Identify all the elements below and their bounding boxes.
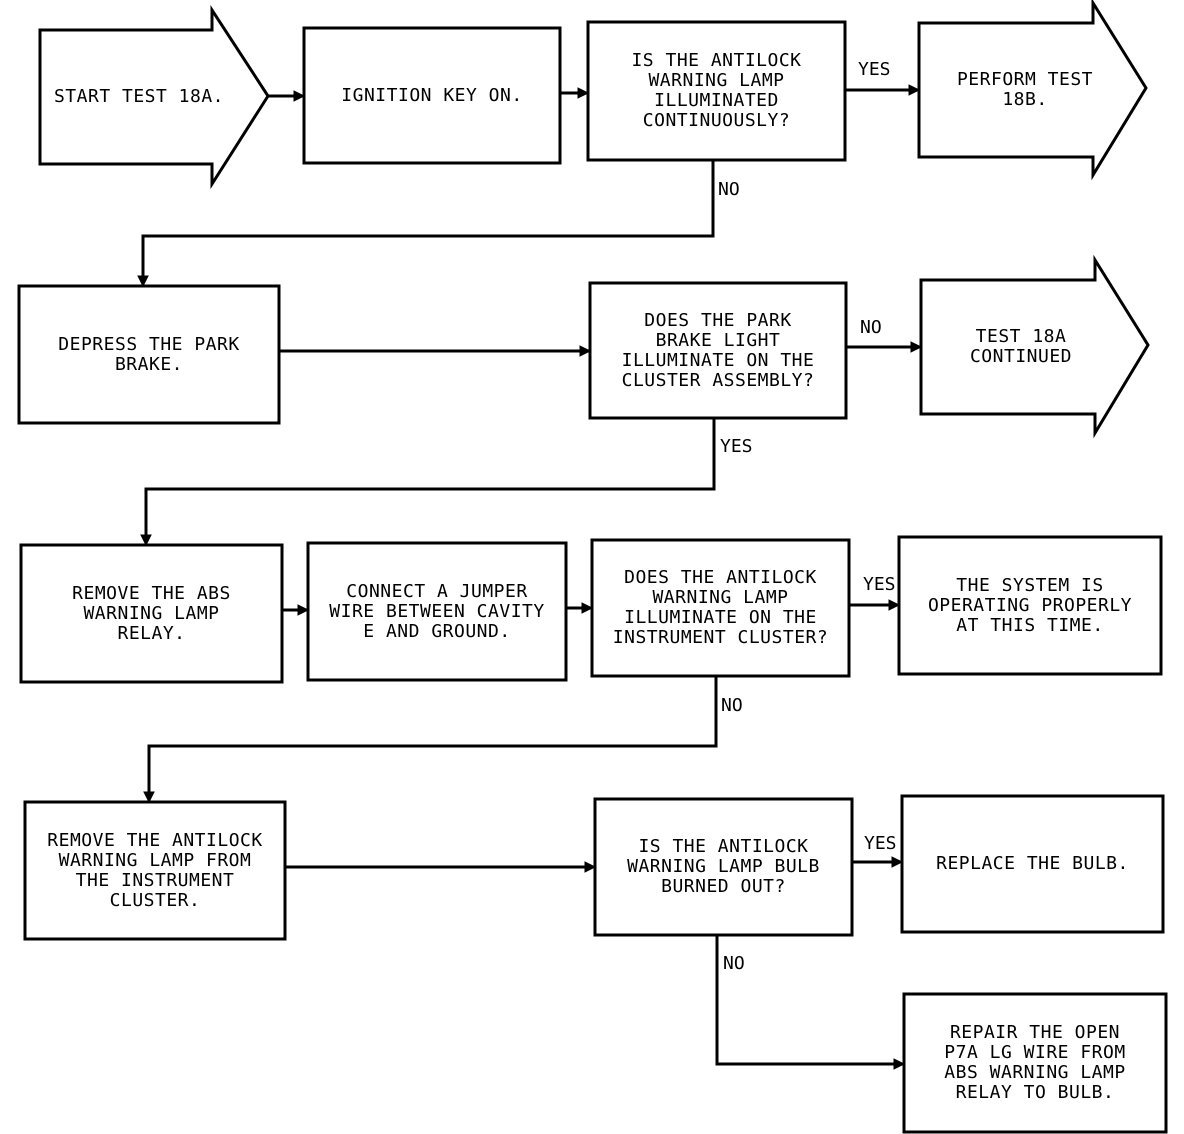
branch-label-q3-yes: YES xyxy=(863,574,896,595)
remove-lamp-box xyxy=(23,800,287,941)
replace-bulb-box xyxy=(900,794,1165,934)
arrowhead-question3 xyxy=(581,602,594,614)
arrowhead-ignition xyxy=(293,90,306,102)
connector-q3-no xyxy=(147,676,718,794)
connector-q4-no xyxy=(715,935,896,1066)
arrowhead-question4 xyxy=(584,861,597,873)
start-arrow-shape xyxy=(38,4,270,190)
arrowhead-remove-relay xyxy=(140,534,152,547)
node-start-text: START TEST 18A. xyxy=(53,86,225,107)
branch-label-q2-yes: YES xyxy=(720,436,753,457)
connector-q1-no xyxy=(141,160,715,278)
node-ignition-text: IGNITION KEY ON. xyxy=(341,84,523,106)
node-depress-park-text: DEPRESS THE PARK BRAKE. xyxy=(58,333,240,375)
test-18a-continued-arrow-shape xyxy=(919,254,1150,439)
remove-relay-box xyxy=(19,543,284,684)
node-repair-wire-text: REPAIR THE OPEN P7A LG WIRE FROM ABS WAR… xyxy=(944,1022,1126,1103)
arrowhead-test-18a-continued xyxy=(910,341,923,353)
branch-label-q3-no: NO xyxy=(721,695,743,716)
arrowhead-jumper xyxy=(297,604,310,616)
node-test-18a-continued-text: TEST 18A CONTINUED xyxy=(969,326,1073,367)
arrowhead-replace-bulb xyxy=(891,856,904,868)
arrowhead-remove-lamp xyxy=(143,791,155,804)
arrowhead-system-ok xyxy=(888,599,901,611)
node-replace-bulb-text: REPLACE THE BULB. xyxy=(936,853,1129,874)
branch-label-q4-yes: YES xyxy=(864,833,897,854)
arrowhead-question1 xyxy=(577,87,590,99)
connect-jumper-box xyxy=(306,541,568,682)
repair-wire-box xyxy=(902,992,1168,1134)
branch-label-q2-no: NO xyxy=(860,317,882,338)
node-question-park-light-text: DOES THE PARK BRAKE LIGHT ILLUMINATE ON … xyxy=(621,309,815,391)
node-remove-relay-text: REMOVE THE ABS WARNING LAMP RELAY. xyxy=(72,582,231,644)
connector-q2-yes xyxy=(144,418,716,537)
perform-18b-arrow-shape xyxy=(917,0,1148,181)
arrowhead-question2 xyxy=(579,345,592,357)
node-question-lamp-cluster-text: DOES THE ANTILOCK WARNING LAMP ILLUMINAT… xyxy=(612,567,829,648)
arrowhead-perform-18b xyxy=(908,84,921,96)
arrowhead-depress-park xyxy=(137,275,149,288)
depress-park-box xyxy=(17,284,281,425)
branch-label-q4-no: NO xyxy=(723,953,745,974)
branch-label-q1-yes: YES xyxy=(858,59,891,80)
node-perform-18b-text: PERFORM TEST 18B. xyxy=(956,69,1094,110)
node-system-ok-text: THE SYSTEM IS OPERATING PROPERLY AT THIS… xyxy=(927,574,1133,636)
node-question-bulb-text: IS THE ANTILOCK WARNING LAMP BULB BURNED… xyxy=(627,836,820,897)
branch-label-q1-no: NO xyxy=(718,179,740,200)
node-remove-lamp-text: REMOVE THE ANTILOCK WARNING LAMP FROM TH… xyxy=(47,829,263,911)
arrowhead-repair-wire xyxy=(893,1058,906,1070)
node-connect-jumper-text: CONNECT A JUMPER WIRE BETWEEN CAVITY E A… xyxy=(329,580,545,642)
node-question-lamp-continuous-text: IS THE ANTILOCK WARNING LAMP ILLUMINATED… xyxy=(631,50,802,131)
